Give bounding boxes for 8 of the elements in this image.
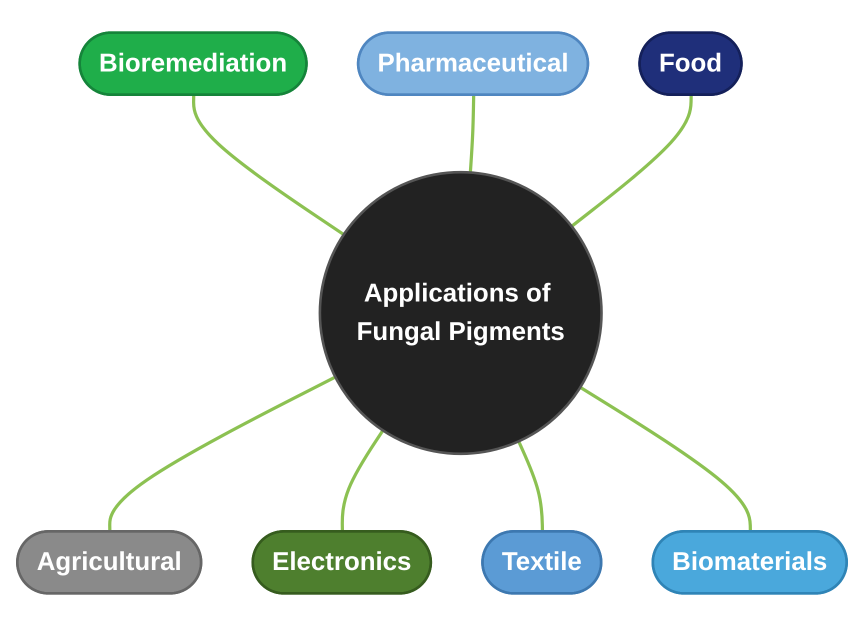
connector xyxy=(570,95,693,228)
connector xyxy=(192,95,345,236)
connector xyxy=(579,386,752,532)
node-circle: Applications of Fungal Pigments xyxy=(318,170,603,456)
connector xyxy=(517,440,544,532)
connector xyxy=(108,376,336,532)
connector xyxy=(468,95,476,173)
connector xyxy=(340,430,384,532)
